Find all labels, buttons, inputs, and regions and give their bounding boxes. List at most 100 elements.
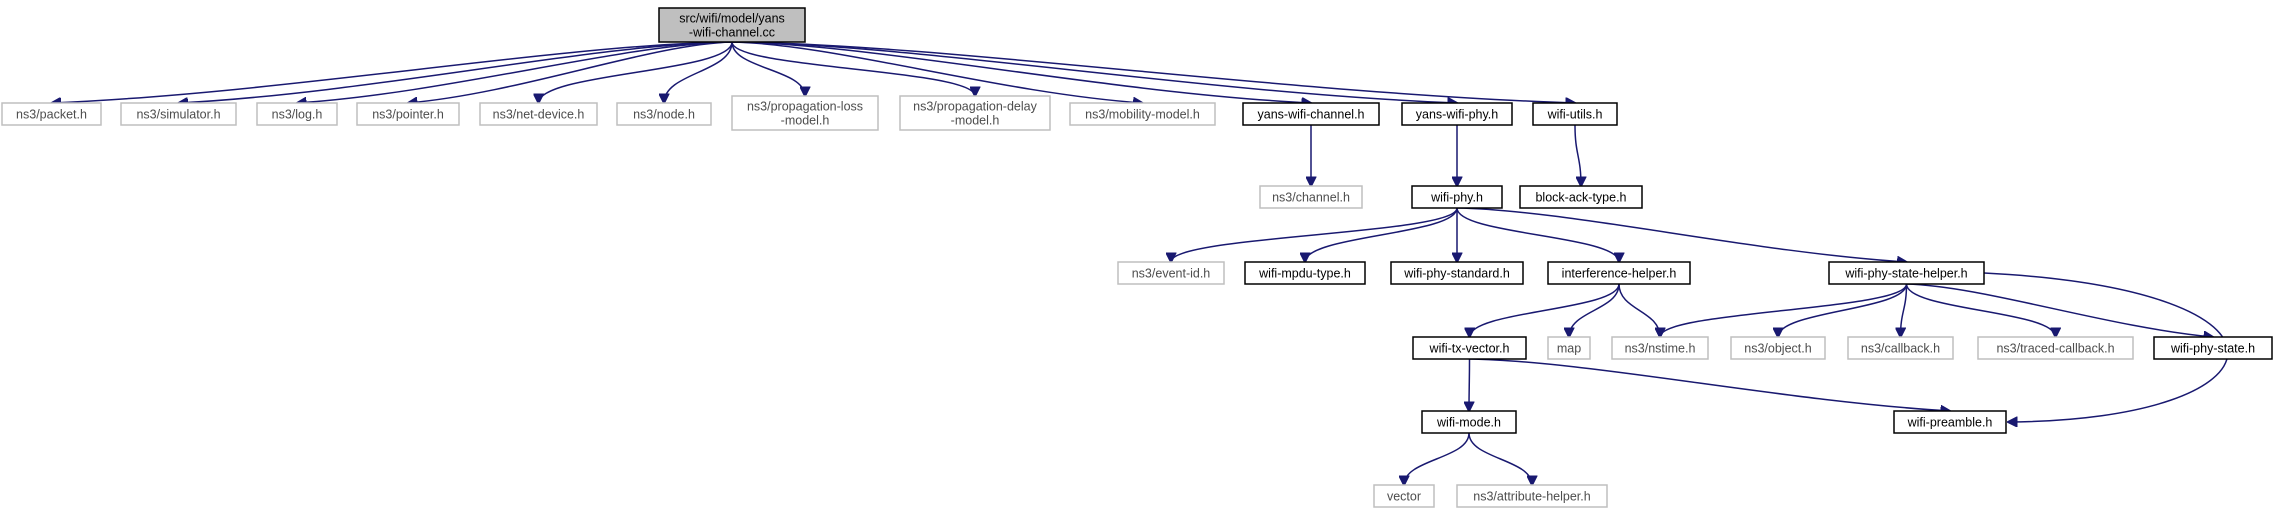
edge-root-to-packet xyxy=(52,41,733,103)
node-callback[interactable]: ns3/callback.h xyxy=(1847,336,1954,360)
edge xyxy=(1660,283,1908,337)
node-box xyxy=(1547,261,1691,285)
node-simulator[interactable]: ns3/simulator.h xyxy=(120,102,237,126)
node-attrhelper[interactable]: ns3/attribute-helper.h xyxy=(1456,484,1608,508)
edges-layer xyxy=(52,41,2229,485)
node-eventid[interactable]: ns3/event-id.h xyxy=(1117,261,1225,285)
node-label: yans-wifi-phy.h xyxy=(1416,108,1498,122)
node-box xyxy=(1117,261,1225,285)
node-physstate[interactable]: wifi-phy-state.h xyxy=(2153,336,2273,360)
edge-wifiphy-to-eventid xyxy=(1171,207,1458,262)
node-label: wifi-mpdu-type.h xyxy=(1258,267,1351,281)
edge xyxy=(1171,207,1458,262)
node-box xyxy=(1519,185,1643,209)
node-propdelay[interactable]: ns3/propagation-delay-model.h xyxy=(899,95,1051,131)
node-box xyxy=(1390,261,1524,285)
node-box xyxy=(1730,336,1826,360)
edge xyxy=(664,41,733,103)
edge-statehelper-to-callback xyxy=(1901,283,1908,337)
node-proploss[interactable]: ns3/propagation-loss-model.h xyxy=(731,95,879,131)
edge xyxy=(731,41,1143,103)
node-label: ns3/net-device.h xyxy=(493,108,585,122)
node-label: ns3/mobility-model.h xyxy=(1085,108,1200,122)
edge xyxy=(731,41,805,96)
node-label: wifi-phy-state.h xyxy=(2170,342,2255,356)
node-label: ns3/log.h xyxy=(272,108,323,122)
node-label: wifi-utils.h xyxy=(1547,108,1603,122)
node-pointer[interactable]: ns3/pointer.h xyxy=(356,102,460,126)
node-label: -model.h xyxy=(781,114,830,128)
edge xyxy=(731,41,1575,103)
edge xyxy=(1618,283,1660,337)
edge-interference-to-txvector xyxy=(1470,283,1620,337)
edge xyxy=(731,41,1311,103)
node-label: ns3/channel.h xyxy=(1272,191,1350,205)
node-phystandard[interactable]: wifi-phy-standard.h xyxy=(1390,261,1524,285)
node-box xyxy=(1456,484,1608,508)
node-nstime[interactable]: ns3/nstime.h xyxy=(1611,336,1709,360)
node-box xyxy=(1421,410,1517,434)
node-wifiphy[interactable]: wifi-phy.h xyxy=(1411,185,1503,209)
node-txvector[interactable]: wifi-tx-vector.h xyxy=(1412,336,1527,360)
node-label: wifi-phy.h xyxy=(1430,191,1483,205)
node-box xyxy=(120,102,237,126)
node-tracedcb[interactable]: ns3/traced-callback.h xyxy=(1977,336,2134,360)
edge-txvector-to-preamble xyxy=(1469,358,1951,411)
node-label: ns3/packet.h xyxy=(16,108,87,122)
node-node[interactable]: ns3/node.h xyxy=(616,102,712,126)
node-mpdutype[interactable]: wifi-mpdu-type.h xyxy=(1244,261,1366,285)
node-map[interactable]: map xyxy=(1547,336,1591,360)
node-label: ns3/propagation-delay xyxy=(913,100,1037,114)
node-log[interactable]: ns3/log.h xyxy=(256,102,338,126)
node-root[interactable]: src/wifi/model/yans-wifi-channel.cc xyxy=(658,7,806,43)
node-label: ns3/attribute-helper.h xyxy=(1473,490,1590,504)
edge xyxy=(1470,283,1620,337)
node-label: wifi-phy-state-helper.h xyxy=(1844,267,1967,281)
node-box xyxy=(1259,185,1363,209)
node-blockack[interactable]: block-ack-type.h xyxy=(1519,185,1643,209)
node-statehelper[interactable]: wifi-phy-state-helper.h xyxy=(1828,261,1985,285)
node-mobility[interactable]: ns3/mobility-model.h xyxy=(1069,102,1216,126)
node-netdevice[interactable]: ns3/net-device.h xyxy=(479,102,598,126)
node-yansphy[interactable]: yans-wifi-phy.h xyxy=(1401,102,1513,126)
node-box xyxy=(1893,410,2007,434)
node-wifimode[interactable]: wifi-mode.h xyxy=(1421,410,1517,434)
edge-wifiphy-to-statehelper xyxy=(1456,207,1907,262)
node-box xyxy=(1401,102,1513,126)
node-label: wifi-phy-standard.h xyxy=(1403,267,1510,281)
edge xyxy=(731,41,975,96)
node-packet[interactable]: ns3/packet.h xyxy=(1,102,102,126)
node-yanschannel[interactable]: yans-wifi-channel.h xyxy=(1242,102,1380,126)
node-box xyxy=(731,95,879,131)
edge xyxy=(1469,358,1951,411)
node-label: ns3/nstime.h xyxy=(1625,342,1696,356)
edge xyxy=(52,41,733,103)
edge xyxy=(1468,432,1532,485)
edge-interference-to-nstime xyxy=(1618,283,1660,337)
node-label: ns3/event-id.h xyxy=(1132,267,1211,281)
node-label: block-ack-type.h xyxy=(1535,191,1626,205)
node-preamble[interactable]: wifi-preamble.h xyxy=(1893,410,2007,434)
edge-root-to-netdevice xyxy=(539,41,733,103)
edge xyxy=(1569,283,1620,337)
node-box xyxy=(1611,336,1709,360)
edge-statehelper-to-nstime xyxy=(1660,283,1908,337)
edge-root-to-pointer xyxy=(408,41,733,103)
node-wifiutils[interactable]: wifi-utils.h xyxy=(1532,102,1618,126)
node-box xyxy=(256,102,338,126)
node-label: ns3/pointer.h xyxy=(372,108,444,122)
node-box xyxy=(1411,185,1503,209)
edge xyxy=(1456,207,1619,262)
edge-statehelper-to-tracedcb xyxy=(1905,283,2056,337)
node-interference[interactable]: interference-helper.h xyxy=(1547,261,1691,285)
node-vector[interactable]: vector xyxy=(1373,484,1435,508)
edge-wifiphy-to-interference xyxy=(1456,207,1619,262)
node-box xyxy=(1244,261,1366,285)
node-box xyxy=(616,102,712,126)
node-object[interactable]: ns3/object.h xyxy=(1730,336,1826,360)
edge-root-to-node xyxy=(664,41,733,103)
node-box xyxy=(479,102,598,126)
node-box xyxy=(2153,336,2273,360)
node-channel[interactable]: ns3/channel.h xyxy=(1259,185,1363,209)
